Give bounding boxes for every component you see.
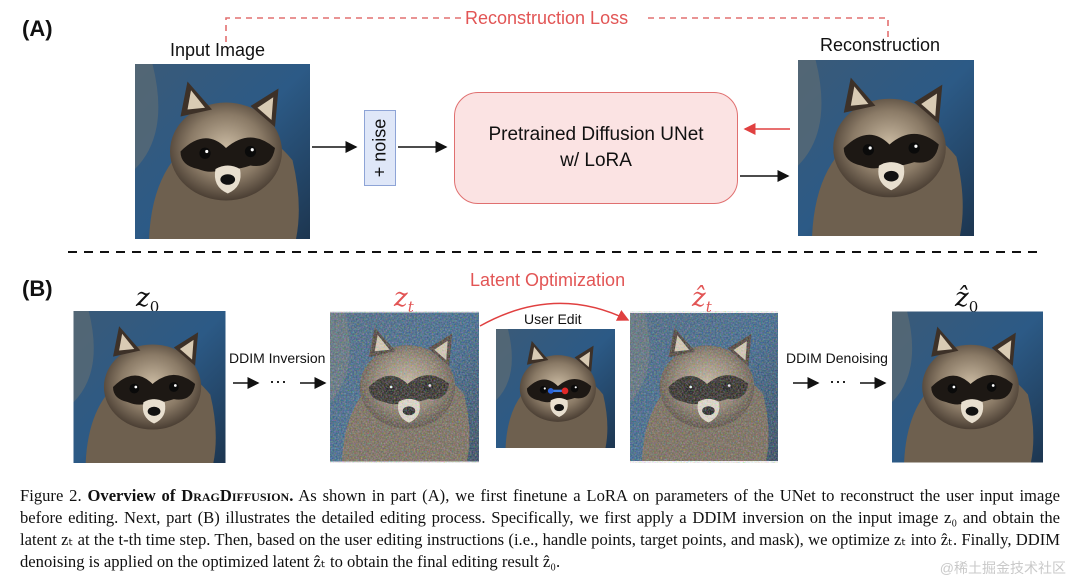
caption-text: As shown in part (A), we first finetune … <box>20 486 1060 571</box>
part-b-arrows <box>0 270 1080 410</box>
section-divider <box>0 248 1080 258</box>
figure-caption: Figure 2. Overview of DragDiffusion. As … <box>20 485 1060 573</box>
caption-title: Overview of <box>87 486 175 505</box>
caption-figure-number: Figure 2. <box>20 486 82 505</box>
caption-method-name: DragDiffusion. <box>181 486 293 505</box>
part-a-arrows <box>0 0 1080 260</box>
watermark: @稀土掘金技术社区 <box>940 558 1066 578</box>
